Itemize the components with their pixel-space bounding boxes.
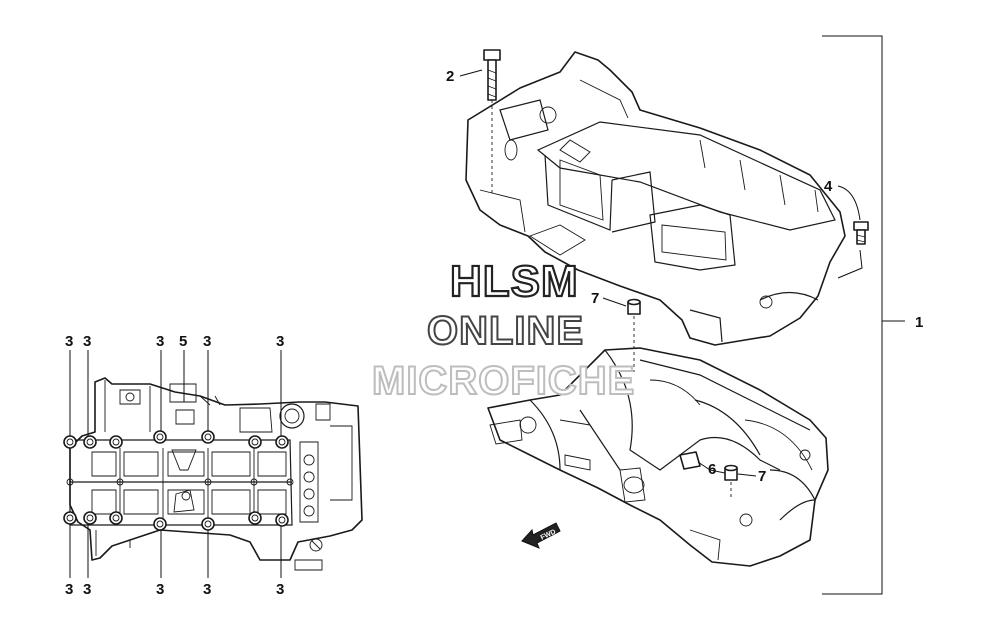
callout-5: 5 <box>179 333 187 350</box>
bolt-4 <box>853 221 869 245</box>
crankcase-bottom-view <box>63 377 363 571</box>
leader-7-lower <box>737 473 757 477</box>
leader-2 <box>459 69 483 77</box>
callout-7-upper: 7 <box>591 290 599 307</box>
callout-3-top-d: 3 <box>203 333 211 350</box>
callout-3-bottom-e: 3 <box>276 581 284 598</box>
leaders-left-top <box>69 350 282 436</box>
leader-4 <box>837 185 863 279</box>
callout-3-top-a: 3 <box>65 333 73 350</box>
callout-3-top-c: 3 <box>156 333 164 350</box>
callout-1: 1 <box>915 314 923 331</box>
lower-crankcase-half <box>487 347 829 567</box>
dowel-7-upper <box>627 298 641 372</box>
callout-4: 4 <box>824 178 833 195</box>
callout-3-bottom-d: 3 <box>203 581 211 598</box>
leader-7-upper <box>602 297 627 307</box>
leaders-left-bottom <box>69 524 282 578</box>
callout-3-bottom-b: 3 <box>83 581 91 598</box>
callout-3-bottom-a: 3 <box>65 581 73 598</box>
bolt-2 <box>483 49 501 195</box>
dowel-pin-6 <box>679 451 701 470</box>
watermark-line-2: ONLINE <box>427 309 584 353</box>
callout-3-top-b: 3 <box>83 333 91 350</box>
callout-3-bottom-c: 3 <box>156 581 164 598</box>
callout-3-top-e: 3 <box>276 333 284 350</box>
callout-6: 6 <box>708 461 716 478</box>
callout-7-lower: 7 <box>758 468 766 485</box>
callout-2: 2 <box>446 68 454 85</box>
assembly-bracket <box>822 35 905 595</box>
dowel-7-lower <box>724 464 738 500</box>
leader-6 <box>697 461 711 471</box>
watermark-line-3: MICROFICHE <box>372 359 635 403</box>
forward-arrow-icon: FWD <box>521 522 561 549</box>
upper-crankcase-half <box>465 51 846 346</box>
watermark-line-1: HLSM <box>450 257 579 306</box>
